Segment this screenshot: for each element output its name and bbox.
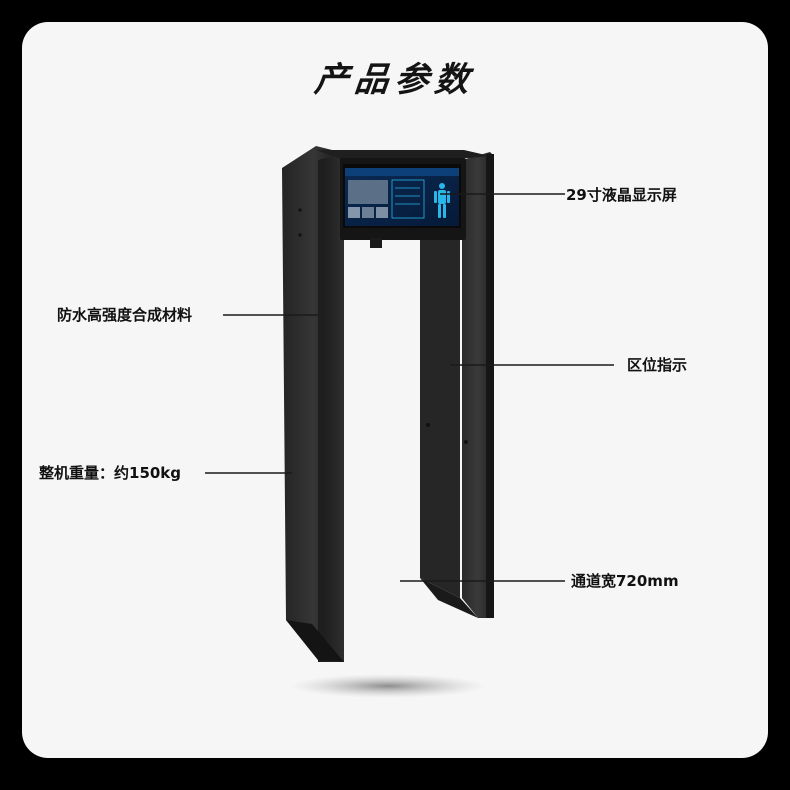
left-post-foot bbox=[286, 620, 344, 662]
lcd-thumb-2 bbox=[362, 207, 374, 218]
lcd-header bbox=[345, 168, 459, 176]
callout-screen: 29寸液晶显示屏 bbox=[566, 186, 677, 204]
right-post-edge bbox=[486, 154, 494, 618]
right-post-side bbox=[420, 578, 478, 618]
spec-card bbox=[22, 22, 768, 758]
left-post-rib bbox=[318, 160, 324, 660]
lcd-data-panel bbox=[391, 179, 425, 219]
lcd-camera-view bbox=[348, 180, 388, 204]
left-post-inner-face bbox=[318, 154, 344, 662]
lcd-thumb-1 bbox=[348, 207, 360, 218]
lcd-thumb-3 bbox=[376, 207, 388, 218]
screen-mount bbox=[370, 238, 382, 248]
callout-material: 防水高强度合成材料 bbox=[57, 306, 193, 324]
callout-passage: 通道宽720mm bbox=[571, 572, 679, 590]
callout-zone: 区位指示 bbox=[627, 356, 688, 374]
floor-shadow bbox=[290, 674, 486, 698]
callout-weight: 整机重量：约150kg bbox=[39, 464, 182, 482]
top-beam bbox=[316, 150, 490, 160]
right-post-inner-face bbox=[420, 236, 460, 598]
